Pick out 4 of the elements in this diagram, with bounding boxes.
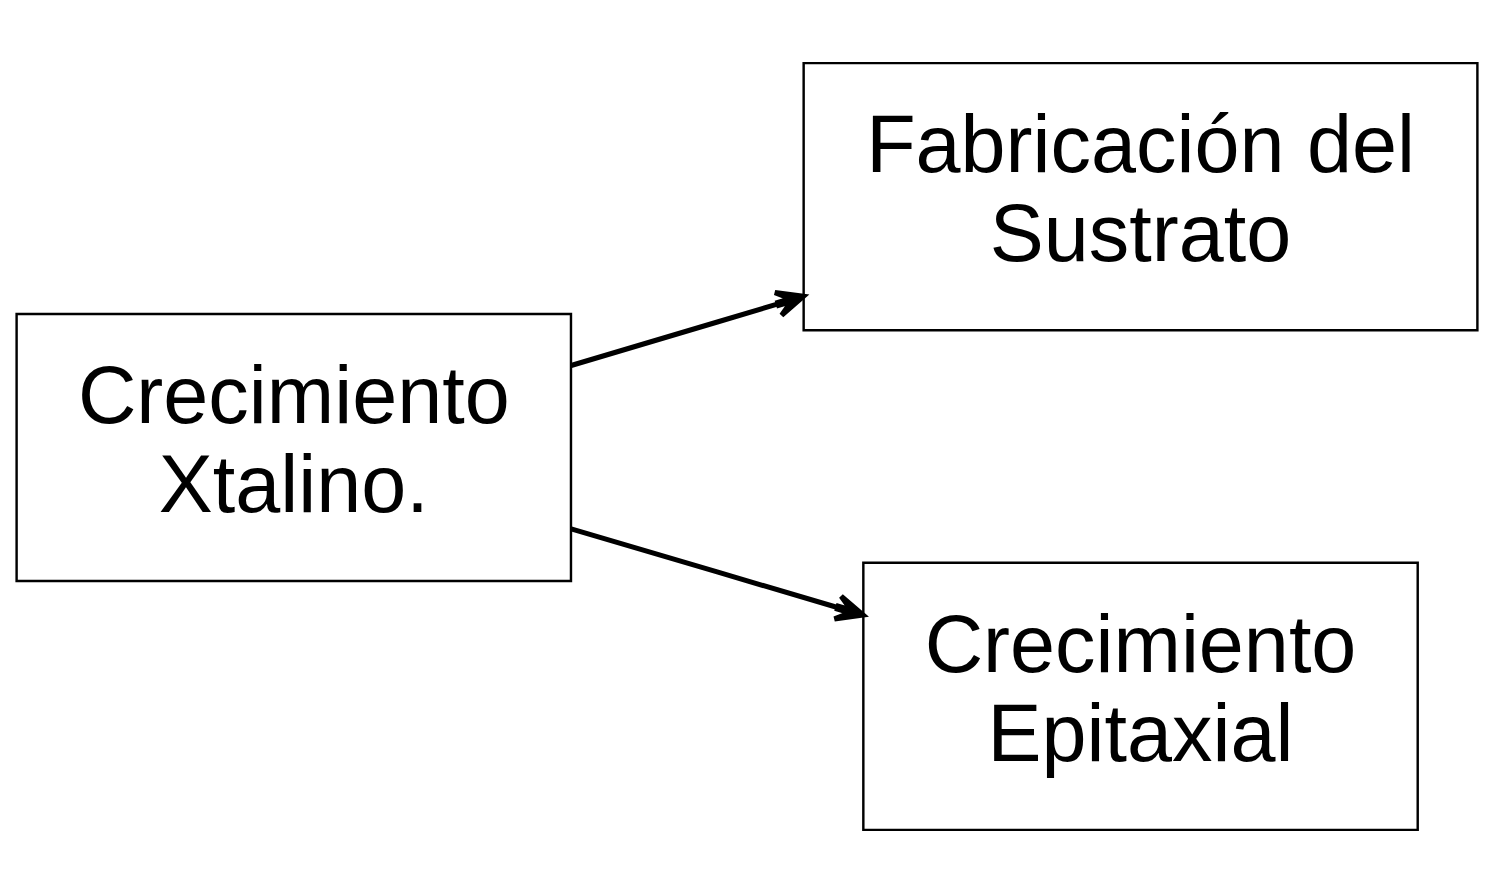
node-box: Fabricación del Sustrato [802, 61, 1479, 331]
node-box: Crecimiento Xtalino. [15, 312, 573, 582]
arrow [570, 525, 866, 621]
node-box: Crecimiento Epitaxial [862, 561, 1419, 831]
